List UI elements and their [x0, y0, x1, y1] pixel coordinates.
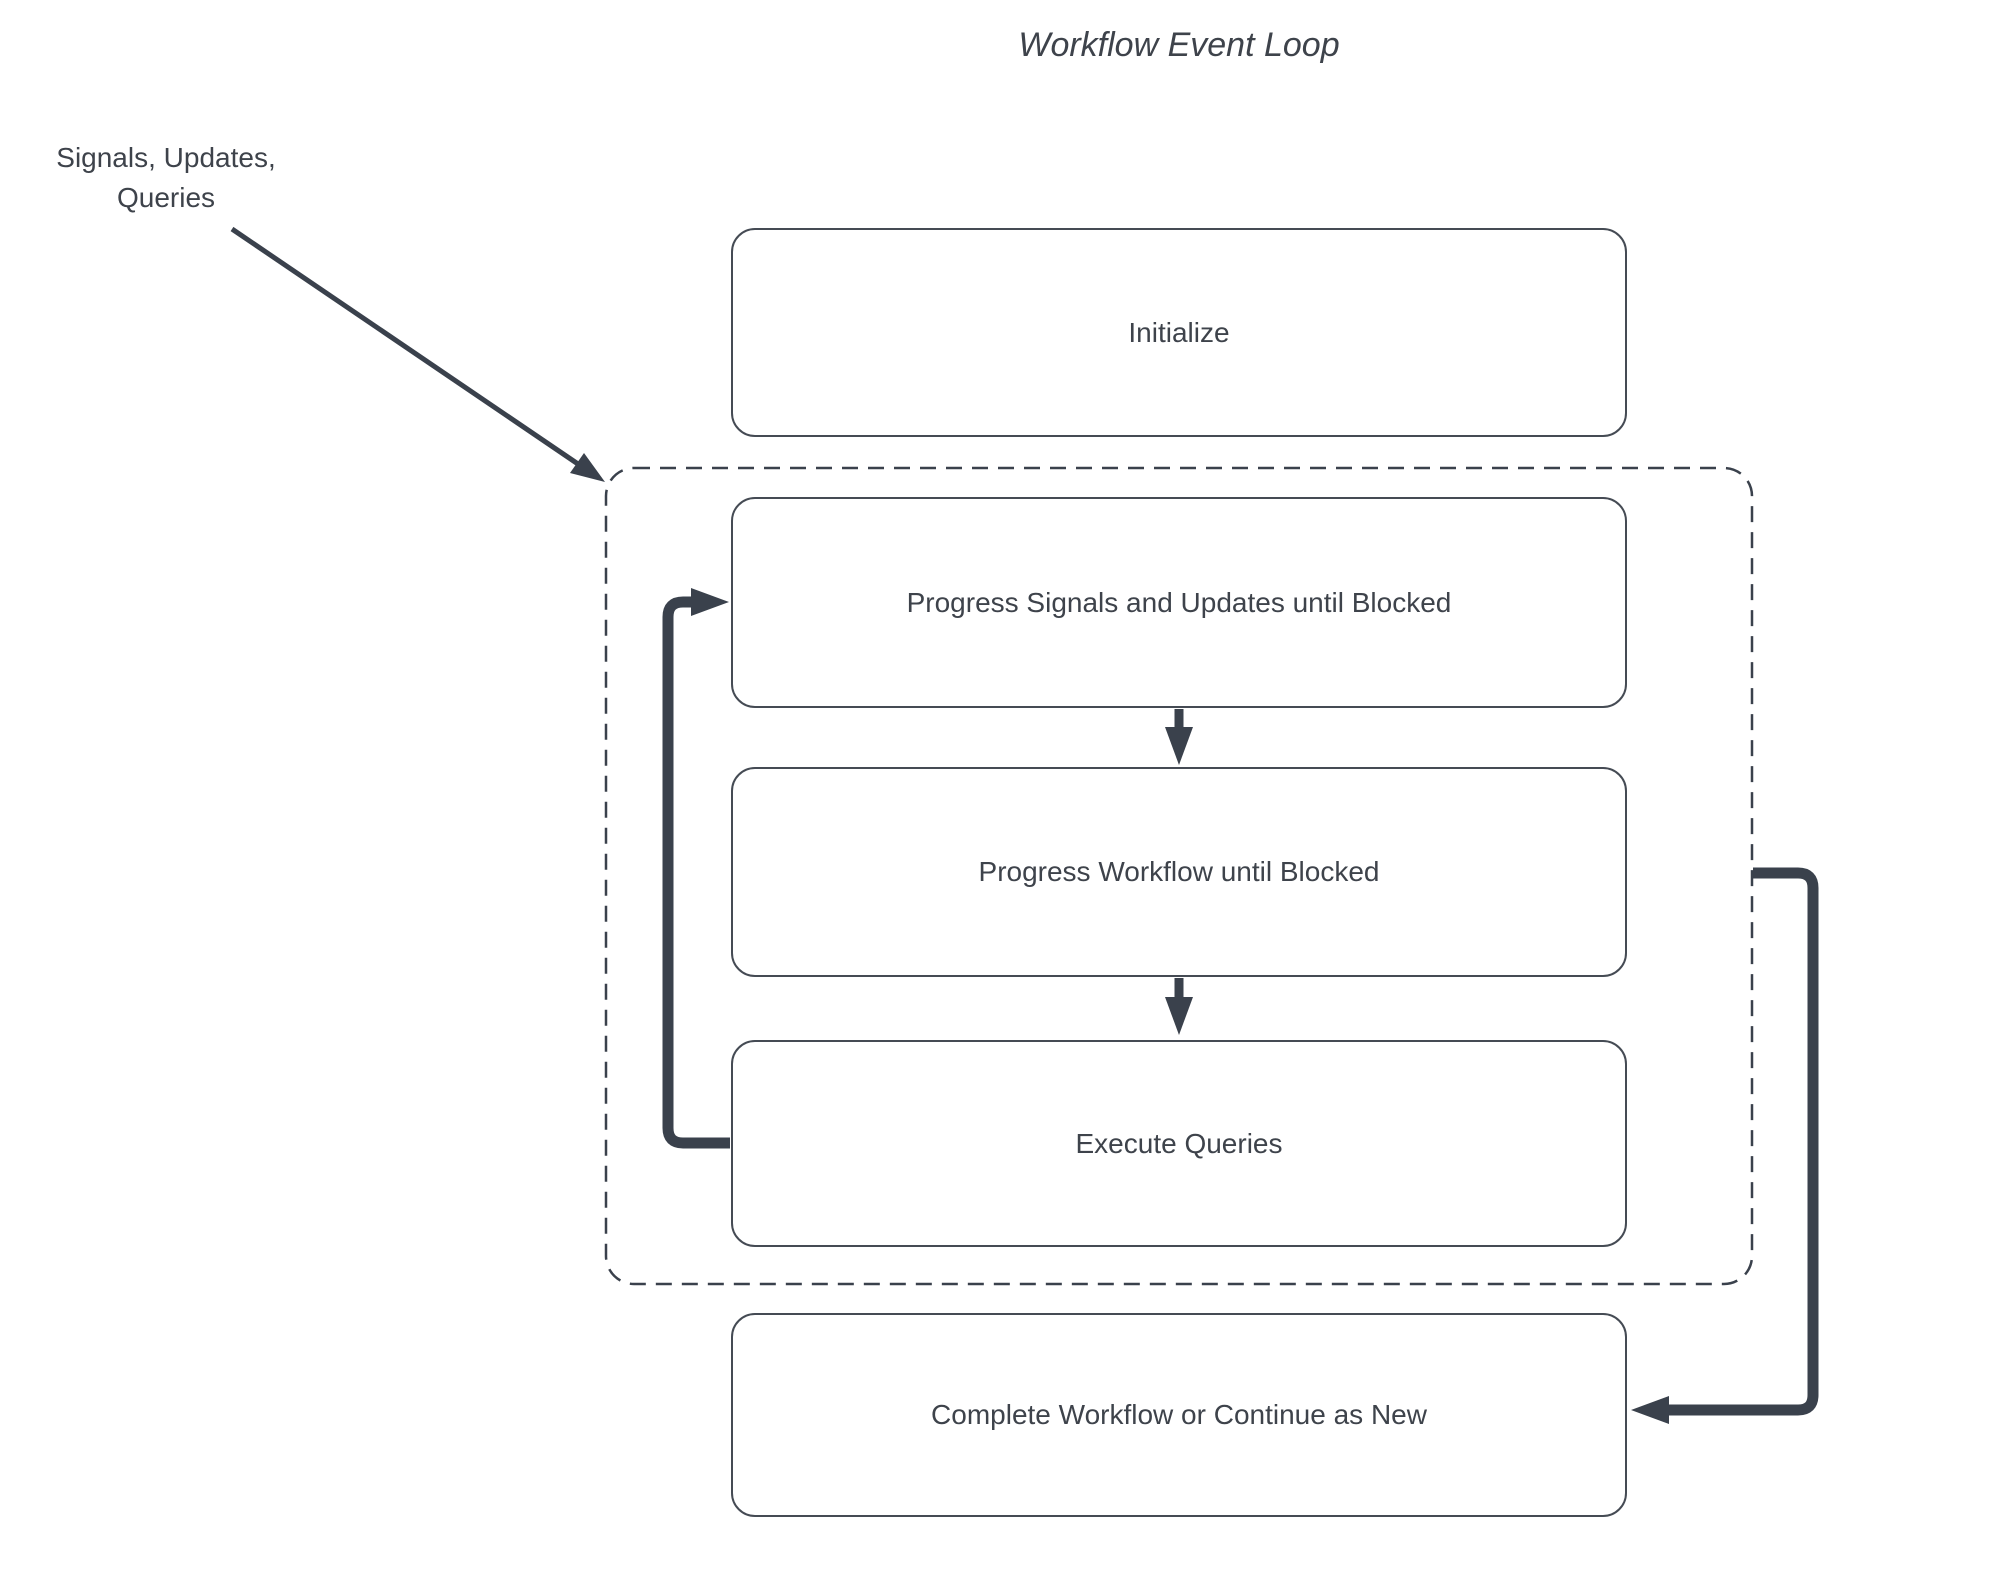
external-input-label: Signals, Updates, Queries [21, 138, 311, 218]
node-progress-signals-and-updates: Progress Signals and Updates until Block… [731, 497, 1627, 708]
node-progress-signals-and-updates-label: Progress Signals and Updates until Block… [906, 586, 1452, 618]
diagram-title: Workflow Event Loop [1018, 26, 1340, 64]
node-execute-queries: Execute Queries [731, 1040, 1627, 1247]
event-loop-dashed-container [604, 466, 1754, 1286]
edge-event-loop-to-complete-workflow [1631, 867, 1819, 1424]
arrowhead-icon [1165, 997, 1193, 1035]
external-input-label-line1: Signals, Updates, [56, 142, 276, 173]
edge-progress-signals-to-progress-workflow [1165, 709, 1193, 765]
node-initialize: Initialize [731, 228, 1627, 437]
node-progress-workflow: Progress Workflow until Blocked [731, 767, 1627, 977]
node-complete-workflow: Complete Workflow or Continue as New [731, 1313, 1627, 1517]
external-input-label-line2: Queries [116, 182, 216, 213]
node-initialize-label: Initialize [1128, 316, 1230, 348]
arrowhead-icon [1631, 1396, 1669, 1424]
edge-signals-to-event-loop [230, 226, 605, 482]
arrowhead-icon [1165, 727, 1193, 765]
node-execute-queries-label: Execute Queries [1075, 1127, 1283, 1159]
node-complete-workflow-label: Complete Workflow or Continue as New [931, 1399, 1427, 1430]
edge-execute-queries-to-progress-signals [662, 588, 730, 1149]
arrowhead-icon [691, 588, 729, 616]
arrowhead-icon [570, 453, 605, 482]
edge-progress-workflow-to-execute-queries [1165, 978, 1193, 1035]
node-progress-workflow-label: Progress Workflow until Blocked [978, 856, 1380, 887]
